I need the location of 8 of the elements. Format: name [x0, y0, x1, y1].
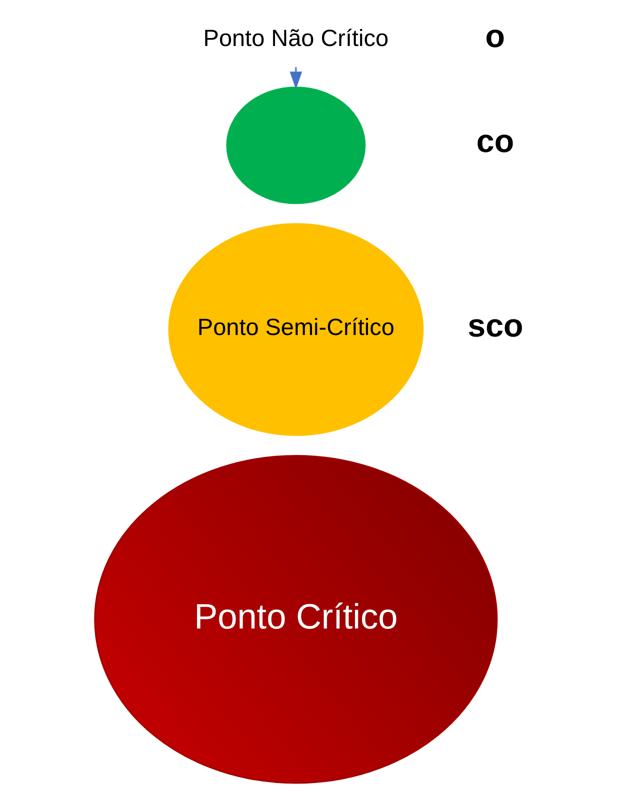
node-ellipse: Ponto Crítico: [94, 455, 498, 784]
label: co: [476, 123, 514, 160]
arrow: [289, 67, 302, 90]
node-circle: [226, 86, 366, 204]
node-ellipse: Ponto Semi-Crítico: [168, 223, 424, 436]
label: o: [484, 18, 504, 54]
node-text: Ponto Não Crítico: [202, 25, 388, 51]
label: sco: [467, 307, 523, 344]
